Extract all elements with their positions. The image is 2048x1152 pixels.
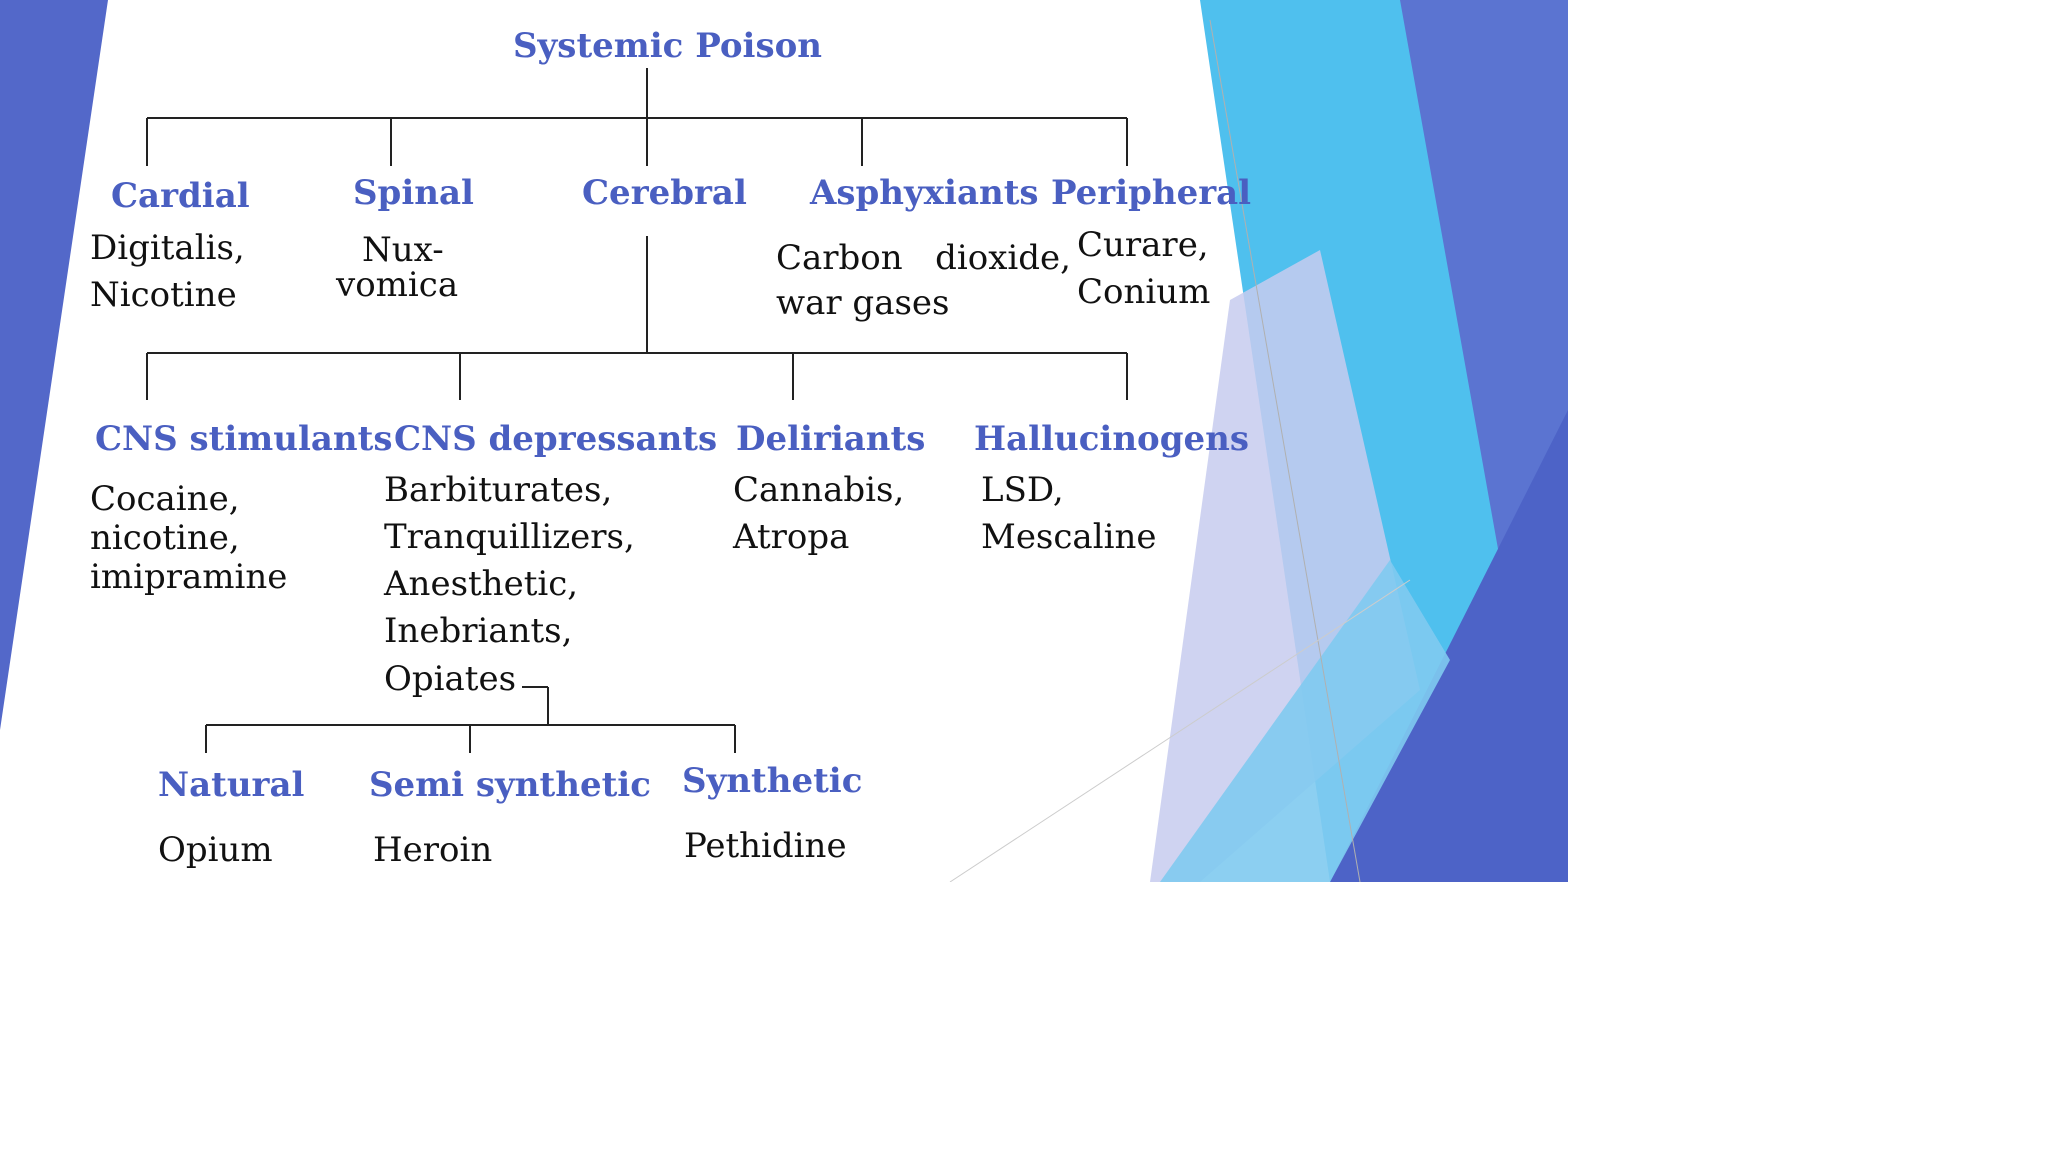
cns-depressants-item: Tranquillizers, (384, 517, 635, 557)
cardial-item: Digitalis, (90, 228, 245, 268)
semi-synthetic-heading: Semi synthetic (369, 765, 651, 805)
asphyxiants-heading: Asphyxiants (810, 173, 1039, 213)
root-heading: Systemic Poison (513, 26, 823, 66)
hallucinogens-heading: Hallucinogens (974, 419, 1249, 459)
cardial-item: Nicotine (90, 275, 237, 315)
decorative-thin-line-2 (949, 579, 1411, 882)
asphyxiants-item: war gases (776, 283, 950, 323)
cns-depressants-item: Anesthetic, (384, 564, 579, 604)
hallucinogens-item: LSD, (981, 470, 1064, 510)
left-accent-shape (0, 0, 108, 730)
tree-connectors (146, 68, 1128, 753)
deliriants-item: Cannabis, (733, 470, 905, 510)
natural-heading: Natural (158, 765, 305, 805)
synthetic-item: Pethidine (684, 826, 847, 866)
spinal-heading: Spinal (353, 173, 474, 213)
semi-synthetic-item: Heroin (373, 830, 493, 870)
synthetic-heading: Synthetic (682, 761, 863, 801)
spinal-item: Nux- (362, 230, 444, 270)
peripheral-item: Conium (1077, 272, 1211, 312)
cns-stimulants-item: nicotine, (90, 518, 240, 558)
cns-depressants-heading: CNS depressants (394, 419, 718, 459)
cerebral-heading: Cerebral (582, 173, 747, 213)
slide-background (0, 0, 1568, 882)
spinal-item: vomica (336, 265, 459, 305)
peripheral-heading: Peripheral (1051, 173, 1252, 213)
cns-depressants-item: Inebriants, (384, 611, 573, 651)
deliriants-item: Atropa (733, 517, 850, 557)
cns-stimulants-heading: CNS stimulants (95, 419, 393, 459)
peripheral-item: Curare, (1077, 225, 1209, 265)
natural-item: Opium (158, 830, 273, 870)
cardial-heading: Cardial (111, 176, 250, 216)
cns-depressants-item: Barbiturates, (384, 470, 613, 510)
deliriants-heading: Deliriants (736, 419, 926, 459)
hallucinogens-item: Mescaline (981, 517, 1157, 557)
cns-depressants-item: Opiates (384, 659, 517, 699)
cns-stimulants-item: imipramine (90, 557, 288, 597)
right-accent-mid-shape (1160, 560, 1450, 882)
decorative-thin-line (1209, 19, 1361, 882)
asphyxiants-item: Carbon dioxide, (776, 238, 1071, 278)
cns-stimulants-item: Cocaine, (90, 479, 240, 519)
